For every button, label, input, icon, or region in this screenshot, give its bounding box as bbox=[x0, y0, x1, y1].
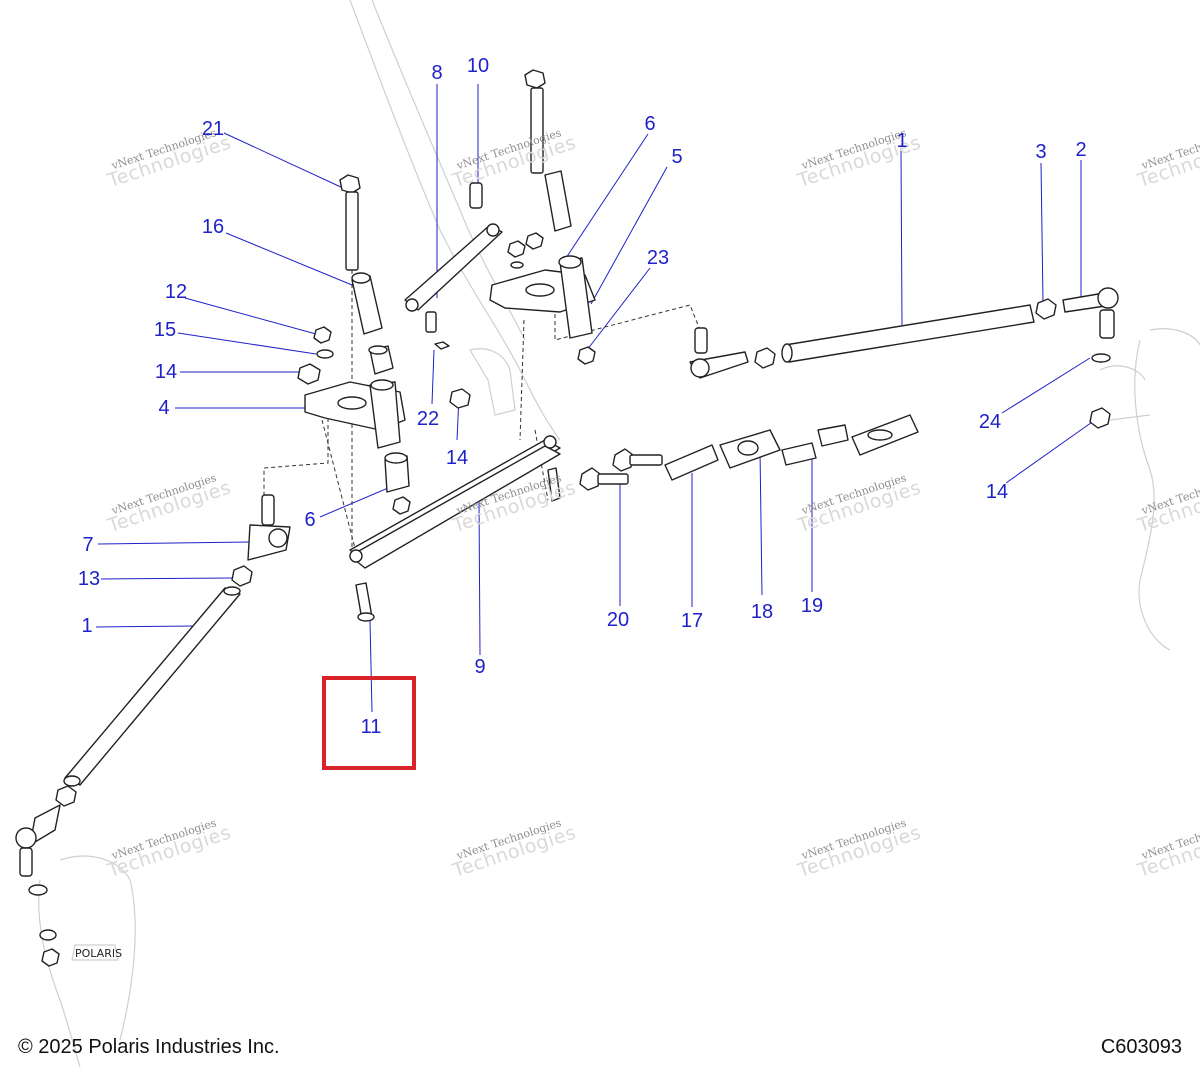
callout-14-right[interactable]: 14 bbox=[985, 481, 1009, 503]
steering-shaft-hardware bbox=[579, 414, 919, 491]
callout-22[interactable]: 22 bbox=[416, 408, 440, 430]
callout-20[interactable]: 20 bbox=[606, 609, 630, 631]
callout-1-right-tie-rod[interactable]: 1 bbox=[896, 130, 908, 152]
knuckle-emblem: POLARIS bbox=[75, 947, 122, 960]
pitman-arm-bracket bbox=[304, 379, 406, 449]
tie-rod-left bbox=[15, 494, 291, 967]
callout-15[interactable]: 15 bbox=[153, 319, 177, 341]
idler-pivot-and-bolt bbox=[489, 69, 596, 365]
callout-7[interactable]: 7 bbox=[82, 534, 94, 556]
highlight-box-callout-11 bbox=[322, 676, 416, 770]
callout-14-center[interactable]: 14 bbox=[445, 447, 469, 469]
callout-21[interactable]: 21 bbox=[201, 118, 225, 140]
callout-18[interactable]: 18 bbox=[750, 601, 774, 623]
callout-9[interactable]: 9 bbox=[474, 656, 486, 678]
callout-24[interactable]: 24 bbox=[978, 411, 1002, 433]
background-frame-outline bbox=[38, 0, 1200, 1068]
callout-13[interactable]: 13 bbox=[77, 568, 101, 590]
callout-1-left-tie-rod[interactable]: 1 bbox=[81, 615, 93, 637]
leader-lines bbox=[95, 84, 1096, 713]
figure-code: C603093 bbox=[1100, 1036, 1182, 1058]
callout-4[interactable]: 4 bbox=[158, 397, 170, 419]
callout-17[interactable]: 17 bbox=[680, 610, 704, 632]
callout-16[interactable]: 16 bbox=[201, 216, 225, 238]
callout-23[interactable]: 23 bbox=[646, 247, 670, 269]
callout-10[interactable]: 10 bbox=[466, 55, 490, 77]
parts bbox=[15, 69, 1119, 967]
copyright-notice: © 2025 Polaris Industries Inc. bbox=[18, 1036, 280, 1058]
callout-12[interactable]: 12 bbox=[164, 281, 188, 303]
svg-text:POLARIS: POLARIS bbox=[75, 947, 122, 960]
tie-rod-right bbox=[689, 287, 1119, 429]
pitman-bolt-and-spacer bbox=[297, 174, 394, 385]
callout-5[interactable]: 5 bbox=[671, 146, 683, 168]
callout-6-lower[interactable]: 6 bbox=[304, 509, 316, 531]
callout-6-upper[interactable]: 6 bbox=[644, 113, 656, 135]
callout-2[interactable]: 2 bbox=[1075, 139, 1087, 161]
callout-11[interactable]: 11 bbox=[360, 716, 382, 738]
center-link bbox=[349, 435, 561, 622]
callout-3[interactable]: 3 bbox=[1035, 141, 1047, 163]
idler-arm-assembly bbox=[404, 182, 503, 409]
callout-19[interactable]: 19 bbox=[800, 595, 824, 617]
callout-8[interactable]: 8 bbox=[431, 62, 443, 84]
lower-bushing bbox=[384, 452, 411, 515]
callout-14-left[interactable]: 14 bbox=[154, 361, 178, 383]
